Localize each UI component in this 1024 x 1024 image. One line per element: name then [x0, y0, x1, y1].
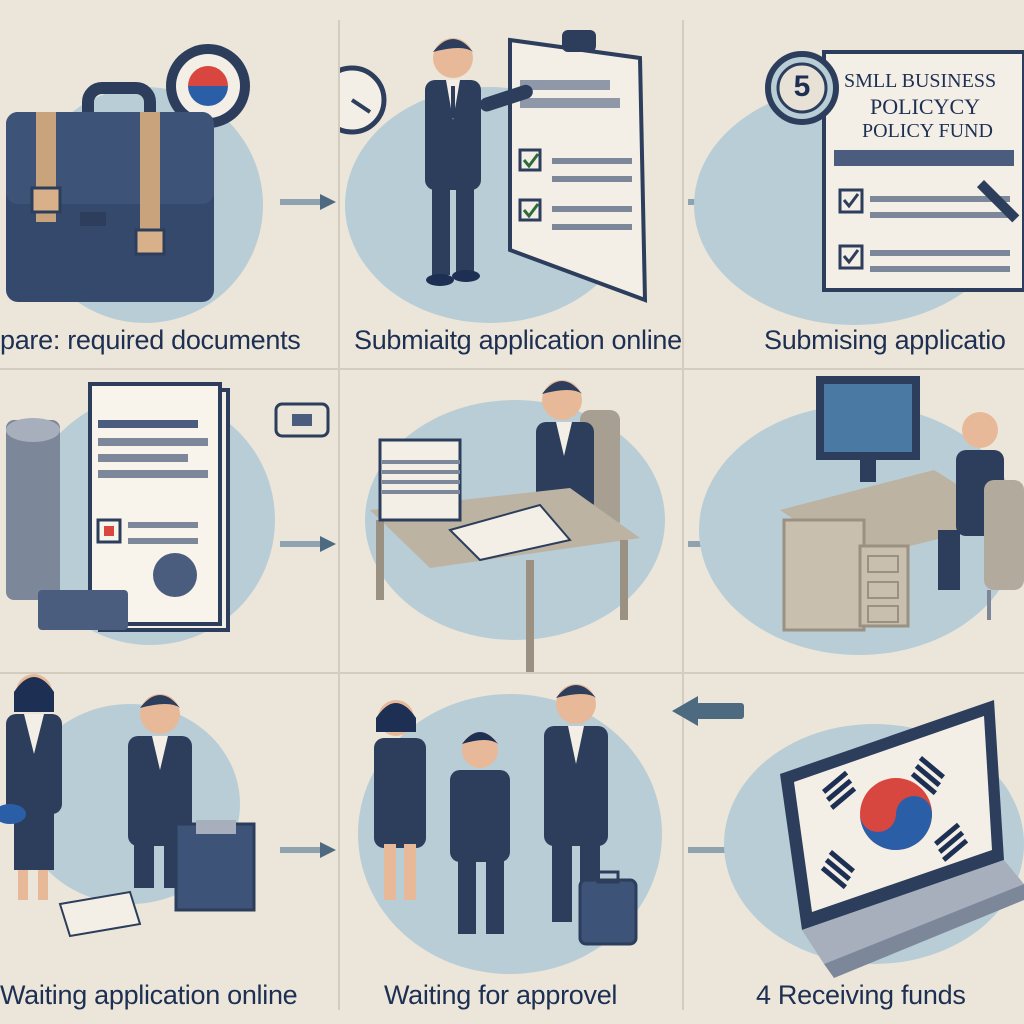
office-desk-illustration	[365, 380, 665, 672]
documents-illustration	[6, 382, 275, 645]
sign-line-3: POLICY FUND	[862, 120, 993, 142]
three-people-illustration	[358, 684, 662, 974]
panel-policy-fund: 5 SMLL BUSINESS POLICYCY POLICY FUND Sub…	[684, 0, 1024, 368]
panel-computer-work	[684, 370, 1024, 672]
panel-waiting-online: Waiting application online	[0, 674, 338, 1024]
laptop-flag-illustration	[724, 700, 1024, 978]
step-caption: Waiting for approvel	[384, 980, 618, 1010]
presenter-illustration	[340, 30, 648, 323]
briefcase-illustration	[6, 44, 263, 323]
panel-submit-online: Submiaitg application online	[340, 0, 682, 368]
arrow-right-icon	[280, 842, 336, 858]
sign-line-1: SMLL BUSINESS	[844, 70, 997, 92]
arrow-right-icon	[280, 194, 336, 210]
horizontal-divider	[0, 368, 1024, 370]
step-number-badge: 5	[793, 70, 811, 103]
computer-desk-illustration	[699, 376, 1024, 655]
arrow-right-icon	[280, 536, 336, 552]
panel-waiting-approval: Waiting for approvel	[340, 674, 682, 1024]
panel-documents-stack	[0, 370, 338, 672]
arrow-left-icon	[672, 696, 744, 726]
panel-prepare-documents: pare: required documents	[0, 0, 338, 368]
vertical-divider	[338, 20, 340, 1010]
step-caption: pare: required documents	[0, 325, 301, 355]
step-caption: Waiting application online	[0, 980, 298, 1010]
two-people-illustration	[0, 674, 256, 938]
step-caption: Submiaitg application online	[354, 325, 682, 355]
step-caption: Submising applicatio	[764, 325, 1006, 355]
sign-line-2: POLICYCY	[870, 94, 981, 119]
panel-review-desk	[340, 370, 682, 672]
step-caption: 4 Receiving funds	[756, 980, 966, 1010]
policy-document-illustration	[694, 50, 1024, 325]
panel-receiving-funds: 4 Receiving funds	[684, 674, 1024, 1024]
vertical-divider	[682, 20, 684, 1010]
horizontal-divider	[0, 672, 1024, 674]
cash-icon	[274, 402, 330, 438]
